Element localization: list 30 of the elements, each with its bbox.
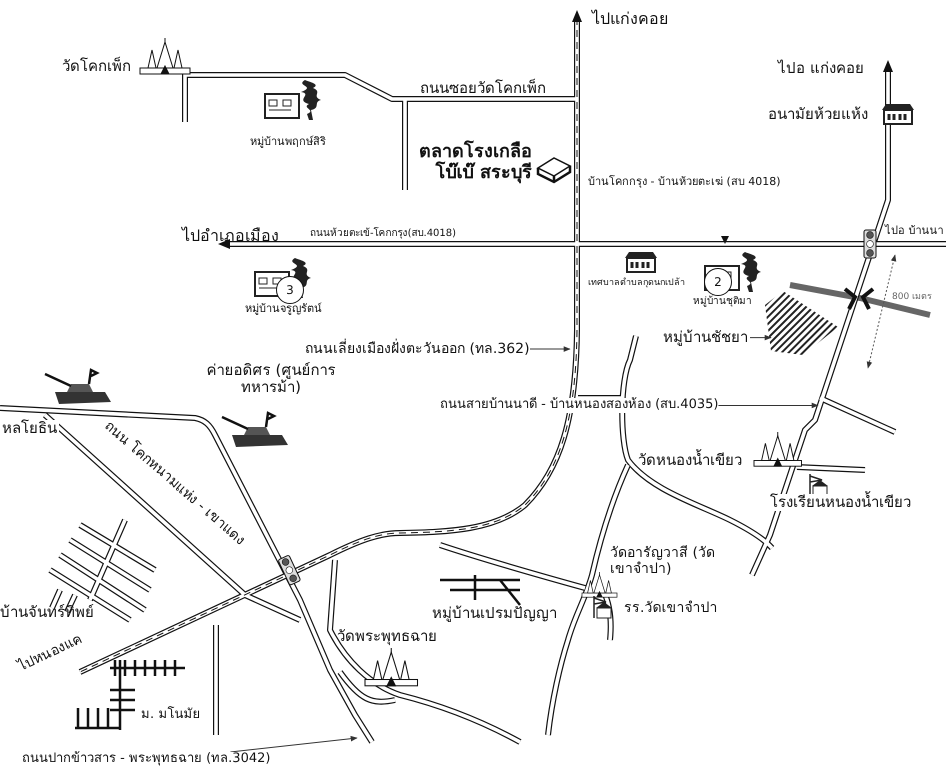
map-label: 800 เมตร xyxy=(892,292,932,302)
map-label: ไปอ แก่งคอย xyxy=(778,60,864,78)
map-label: เทศบาลตำบลกุดนกเปล้า xyxy=(588,278,685,288)
map-label: วัดพระพุทธฉาย xyxy=(337,628,437,646)
callout-label: ถนนสายบ้านนาดี - บ้านหนองสองห้อง (สบ.4035) xyxy=(440,398,718,413)
map-label: รร.วัดเขาจำปา xyxy=(624,600,718,616)
map-label: หมู่บ้านชุติมา xyxy=(693,296,752,308)
map-label: ไปอำเภอเมือง xyxy=(182,227,279,246)
callout-label: หมู่บ้านชัชยา xyxy=(663,329,748,346)
map-label: ค่ายอดิศร (ศูนย์การทหารม้า) xyxy=(206,362,336,396)
place-label: อนามัยห้วยแห้ง xyxy=(768,106,868,124)
map-label: บ้านจันทร์ทิพย์ xyxy=(0,604,94,622)
map-label: บ้านโคกกรุง - บ้านห้วยตะเฆ่ (สบ 4018) xyxy=(588,176,781,189)
map-label: หมู่บ้านเปรมปัญญา xyxy=(432,605,557,622)
map-label: วัดโคกเพ็ก xyxy=(62,58,131,76)
leader-arrow xyxy=(529,346,571,352)
map-label: ม. มโนมัย xyxy=(141,708,200,723)
place-label: ตลาดโรงเกลือ โบ๊เบ๊ สระบุรี xyxy=(418,142,532,184)
map-label: ถนนซอยวัดโคกเพ็ก xyxy=(420,80,546,98)
callout-label: ถนนเลี่ยงเมืองฝั่งตะวันออก (ทล.362) xyxy=(305,341,530,358)
map-label: ไปอ บ้านนา xyxy=(885,225,944,238)
map-label: ไปแก่งคอย xyxy=(592,10,668,28)
leader-arrow xyxy=(750,334,772,340)
map-label: หมู่บ้านจรูญรัตน์ xyxy=(245,303,322,316)
map-label: วัดอารัญวาสี (วัดเขาจำปา) xyxy=(610,545,716,578)
leader-arrow xyxy=(230,736,358,752)
leader-arrow xyxy=(718,402,819,408)
callout-label: ถนนปากข้าวสาร - พระพุทธฉาย (ทล.3042) xyxy=(22,752,270,767)
map-label: หมู่บ้านพฤกษ์สิริ xyxy=(250,136,326,149)
map-label: ถนนห้วยตะเข้-โคกกรุง(สบ.4018) xyxy=(310,228,456,240)
